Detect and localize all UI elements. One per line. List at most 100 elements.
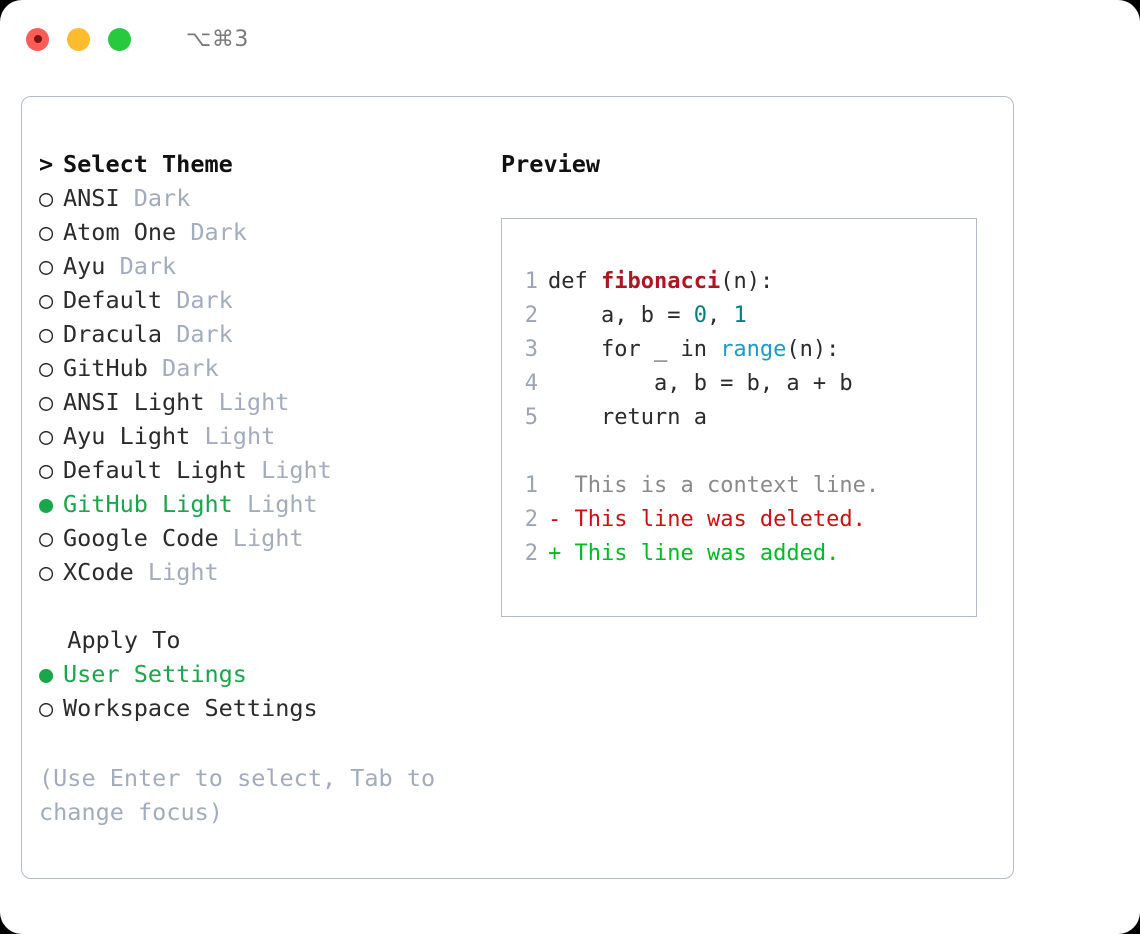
line-number: 2 — [524, 541, 538, 566]
label-tag-gap — [105, 252, 119, 280]
theme-list: ○ ANSI Dark○ Atom One Dark○ Ayu Dark○ De… — [39, 181, 489, 589]
traffic-light-group — [26, 27, 131, 51]
apply-to-heading: Apply To — [39, 623, 489, 657]
radio-unselected-icon: ○ — [39, 694, 68, 722]
radio-unselected-icon: ○ — [39, 422, 68, 450]
radio-unselected-icon: ○ — [39, 524, 68, 552]
theme-picker-column: > Select Theme ○ ANSI Dark○ Atom One Dar… — [39, 147, 489, 725]
theme-variant-tag: Dark — [133, 184, 191, 212]
keyboard-hint-text: (Use Enter to select, Tab to change focu… — [39, 764, 436, 826]
radio-unselected-icon: ○ — [39, 218, 68, 246]
theme-list-item[interactable]: ○ XCode Light — [39, 555, 489, 589]
radio-selected-icon: ● — [39, 490, 68, 518]
line-number: 2 — [524, 303, 538, 328]
code-token-num: 0 — [693, 303, 707, 328]
theme-variant-tag: Light — [246, 490, 318, 518]
code-token-num: 1 — [733, 303, 747, 328]
theme-name-label: Google Code — [63, 524, 219, 552]
line-number: 4 — [524, 371, 538, 396]
line-number: 2 — [524, 507, 538, 532]
line-number: 5 — [524, 405, 538, 430]
apply-to-item[interactable]: ○ Workspace Settings — [39, 691, 489, 725]
code-token-plain: a, b = b, a + b — [548, 371, 853, 396]
label-tag-gap — [176, 218, 190, 246]
main-panel: > Select Theme ○ ANSI Dark○ Atom One Dar… — [21, 96, 1014, 879]
radio-unselected-icon: ○ — [39, 558, 68, 586]
apply-to-list: ● User Settings○ Workspace Settings — [39, 657, 489, 725]
code-line: 2 a, b = 0, 1 — [516, 299, 976, 333]
apply-to-item[interactable]: ● User Settings — [39, 657, 489, 691]
label-tag-gap — [162, 286, 176, 314]
diff-sample: 1 This is a context line.2- This line wa… — [516, 469, 976, 571]
radio-unselected-icon: ○ — [39, 184, 68, 212]
theme-list-item[interactable]: ● GitHub Light Light — [39, 487, 489, 521]
theme-name-label: Dracula — [63, 320, 163, 348]
theme-list-item[interactable]: ○ ANSI Dark — [39, 181, 489, 215]
code-token-plain: a, b = — [548, 303, 694, 328]
diff-sign: + — [548, 541, 575, 566]
diff-line: 2- This line was deleted. — [516, 503, 976, 537]
code-token-fn: fibonacci — [600, 269, 721, 294]
radio-unselected-icon: ○ — [39, 456, 68, 484]
code-line: 4 a, b = b, a + b — [516, 367, 976, 401]
diff-line: 2+ This line was added. — [516, 537, 976, 571]
label-tag-gap — [120, 184, 134, 212]
preview-title: Preview — [501, 150, 601, 178]
theme-variant-tag: Dark — [119, 252, 177, 280]
theme-list-item[interactable]: ○ Default Dark — [39, 283, 489, 317]
theme-variant-tag: Light — [232, 524, 304, 552]
theme-variant-tag: Dark — [176, 320, 233, 348]
diff-line: 1 This is a context line. — [516, 469, 976, 503]
code-token-plain: def — [548, 269, 601, 294]
code-diff-spacer — [516, 435, 976, 469]
theme-list-item[interactable]: ○ Ayu Dark — [39, 249, 489, 283]
diff-sign: - — [548, 507, 575, 532]
diff-text: This line was deleted. — [574, 507, 866, 532]
theme-variant-tag: Light — [261, 456, 332, 484]
close-window-icon[interactable] — [26, 27, 49, 51]
minimize-window-icon[interactable] — [67, 27, 90, 51]
theme-list-item[interactable]: ○ Google Code Light — [39, 521, 489, 555]
theme-name-label: Ayu Light — [63, 422, 191, 450]
theme-variant-tag: Light — [147, 558, 219, 586]
apply-to-label: User Settings — [63, 660, 247, 688]
theme-name-label: GitHub Light — [63, 490, 233, 518]
code-line: 3 for _ in range(n): — [516, 333, 976, 367]
radio-selected-icon: ● — [39, 660, 68, 688]
diff-text: This is a context line. — [574, 473, 880, 498]
theme-list-item[interactable]: ○ Ayu Light Light — [39, 419, 489, 453]
label-tag-gap — [134, 558, 148, 586]
theme-name-label: Default — [63, 286, 163, 314]
maximize-window-icon[interactable] — [108, 27, 131, 51]
label-tag-gap — [219, 524, 233, 552]
theme-name-label: GitHub — [63, 354, 148, 382]
theme-name-label: ANSI — [63, 184, 120, 212]
radio-unselected-icon: ○ — [39, 388, 68, 416]
theme-picker-heading: > Select Theme — [39, 147, 489, 181]
code-token-plain: for _ in — [548, 337, 721, 362]
theme-list-item[interactable]: ○ Atom One Dark — [39, 215, 489, 249]
theme-list-item[interactable]: ○ Default Light Light — [39, 453, 489, 487]
radio-unselected-icon: ○ — [39, 286, 68, 314]
line-number: 3 — [524, 337, 538, 362]
label-tag-gap — [148, 354, 162, 382]
apply-to-heading-marker — [39, 626, 67, 654]
radio-unselected-icon: ○ — [39, 354, 68, 382]
theme-name-label: Default Light — [63, 456, 247, 484]
theme-variant-tag: Dark — [162, 354, 219, 382]
theme-list-item[interactable]: ○ Dracula Dark — [39, 317, 489, 351]
label-tag-gap — [247, 456, 261, 484]
theme-name-label: Atom One — [63, 218, 177, 246]
title-bar: ⌥⌘3 — [0, 0, 1140, 78]
theme-variant-tag: Dark — [176, 286, 233, 314]
theme-name-label: XCode — [63, 558, 134, 586]
theme-list-item[interactable]: ○ GitHub Dark — [39, 351, 489, 385]
apply-to-label: Workspace Settings — [63, 694, 318, 722]
theme-list-item[interactable]: ○ ANSI Light Light — [39, 385, 489, 419]
section-spacer — [39, 589, 489, 623]
code-token-plain: , — [706, 303, 734, 328]
